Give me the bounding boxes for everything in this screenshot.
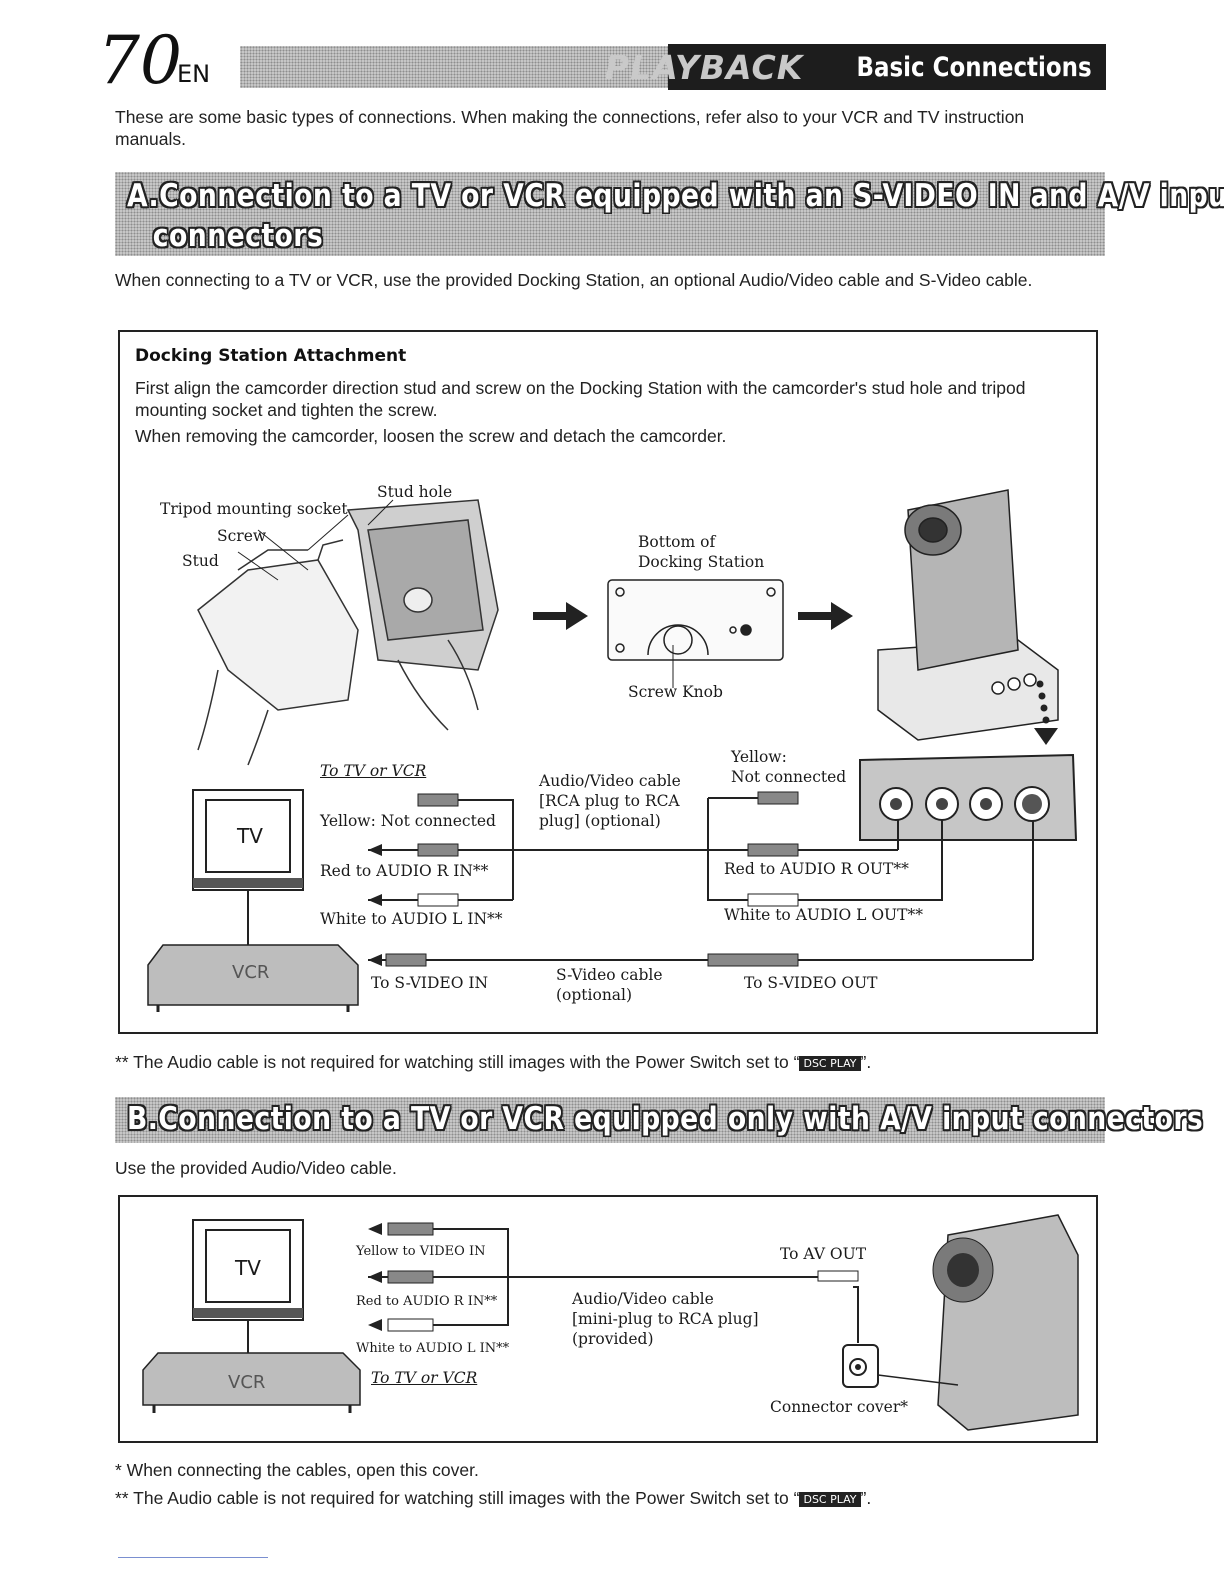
section-b-description: Use the provided Audio/Video cable. bbox=[115, 1158, 397, 1178]
label-b-av-cable-2: [mini-plug to RCA plug] bbox=[572, 1310, 759, 1328]
page-number: 70 bbox=[98, 22, 182, 99]
label-screw: Screw bbox=[217, 527, 267, 545]
connection-diagram-a bbox=[147, 753, 1078, 1012]
dsc-play-badge: DSC PLAY bbox=[799, 1055, 861, 1071]
label-screw-knob: Screw Knob bbox=[628, 683, 723, 701]
section-a-description: When connecting to a TV or VCR, use the … bbox=[115, 270, 1033, 290]
hands-illustration bbox=[197, 499, 499, 766]
docking-text-2: When removing the camcorder, loosen the … bbox=[135, 426, 727, 446]
camcorder-side bbox=[842, 1214, 1079, 1431]
label-av-cable-1: Audio/Video cable bbox=[539, 772, 681, 790]
vcr-icon bbox=[147, 944, 359, 1012]
label-not-connected: Not connected bbox=[731, 768, 847, 786]
label-bottom-of: Bottom of bbox=[638, 533, 716, 551]
label-red-audio-r-out: Red to AUDIO R OUT** bbox=[724, 860, 909, 878]
connection-diagram-b bbox=[142, 1214, 1079, 1431]
arrow-icon bbox=[368, 1223, 382, 1331]
label-white-audio-l-in: White to AUDIO L IN** bbox=[320, 910, 503, 928]
docking-illustration bbox=[197, 489, 1059, 766]
label-tripod-socket: Tripod mounting socket bbox=[160, 500, 348, 518]
arrow-icon bbox=[533, 602, 853, 630]
label-stud: Stud bbox=[182, 552, 219, 570]
docking-text-1: First align the camcorder direction stud… bbox=[135, 378, 1026, 420]
label-yellow-not-connected: Yellow: Not connected bbox=[320, 812, 496, 830]
label-tv: TV bbox=[237, 824, 263, 848]
intro-text: These are some basic types of connection… bbox=[115, 107, 1025, 149]
label-b-white-audio-l-in: White to AUDIO L IN** bbox=[356, 1341, 510, 1356]
section-b-footnote-1: * When connecting the cables, open this … bbox=[115, 1460, 479, 1480]
section-a-banner: A.Connection to a TV or VCR equipped wit… bbox=[115, 172, 1224, 256]
arrow-icon bbox=[368, 844, 382, 966]
section-b-footnote-2: ** The Audio cable is not required for w… bbox=[115, 1488, 871, 1509]
label-white-audio-l-out: White to AUDIO L OUT** bbox=[724, 906, 923, 924]
label-b-to-av-out: To AV OUT bbox=[780, 1245, 867, 1263]
footnote-text: ** The Audio cable is not required for w… bbox=[115, 1488, 800, 1508]
section-a-title-line2: connectors bbox=[152, 218, 324, 254]
section-a-footnote: ** The Audio cable is not required for w… bbox=[115, 1052, 871, 1073]
footnote-text: ** The Audio cable is not required for w… bbox=[115, 1052, 800, 1072]
label-vcr: VCR bbox=[232, 962, 270, 983]
section-a-frame bbox=[118, 330, 1098, 1034]
section-a-title-line1: A.Connection to a TV or VCR equipped wit… bbox=[127, 178, 1224, 214]
dotted-arrow-icon bbox=[1034, 680, 1058, 745]
av-connector-panel bbox=[859, 753, 1078, 841]
section-b-title: B.Connection to a TV or VCR equipped onl… bbox=[127, 1101, 1204, 1137]
header-band bbox=[240, 46, 668, 88]
camcorder-on-dock bbox=[877, 489, 1059, 741]
label-to-svideo-out: To S-VIDEO OUT bbox=[744, 974, 878, 992]
section-b-banner: B.Connection to a TV or VCR equipped onl… bbox=[115, 1097, 1204, 1143]
header-title-bar: PLAYBACK Basic Connections bbox=[605, 44, 1106, 90]
label-yellow: Yellow: bbox=[731, 748, 787, 766]
label-b-connector-cover: Connector cover* bbox=[770, 1398, 909, 1416]
label-b-yellow-video-in: Yellow to VIDEO IN bbox=[356, 1244, 486, 1259]
label-b-av-cable-3: (provided) bbox=[572, 1330, 654, 1348]
tv-icon bbox=[192, 1219, 304, 1321]
footnote-suffix: ”. bbox=[860, 1488, 872, 1508]
label-svideo-cable-2: (optional) bbox=[556, 986, 633, 1004]
header-section: PLAYBACK bbox=[604, 47, 804, 87]
section-b-frame bbox=[118, 1195, 1098, 1443]
label-docking-station: Docking Station bbox=[638, 553, 765, 571]
label-b-vcr: VCR bbox=[228, 1372, 266, 1393]
tv-icon bbox=[192, 789, 304, 891]
footnote-suffix: ”. bbox=[860, 1052, 872, 1072]
label-b-av-cable-1: Audio/Video cable bbox=[572, 1290, 714, 1308]
page-bottom-rule bbox=[118, 1557, 268, 1558]
docking-station-bottom bbox=[607, 579, 784, 688]
label-stud-hole: Stud hole bbox=[377, 483, 453, 501]
label-to-svideo-in: To S-VIDEO IN bbox=[371, 974, 489, 992]
label-svideo-cable-1: S-Video cable bbox=[556, 966, 663, 984]
label-red-audio-r-in: Red to AUDIO R IN** bbox=[320, 862, 489, 880]
vcr-icon bbox=[142, 1352, 361, 1413]
label-b-tv: TV bbox=[235, 1256, 261, 1280]
label-b-red-audio-r-in: Red to AUDIO R IN** bbox=[356, 1294, 498, 1309]
label-to-tv-vcr: To TV or VCR bbox=[320, 762, 427, 780]
header-title: Basic Connections bbox=[856, 51, 1092, 83]
dsc-play-badge: DSC PLAY bbox=[799, 1491, 861, 1507]
label-b-to-tv-vcr: To TV or VCR bbox=[371, 1369, 478, 1387]
page-language: EN bbox=[177, 60, 211, 88]
label-av-cable-3: plug] (optional) bbox=[539, 812, 661, 830]
docking-heading: Docking Station Attachment bbox=[135, 346, 407, 366]
label-av-cable-2: [RCA plug to RCA bbox=[539, 792, 680, 810]
